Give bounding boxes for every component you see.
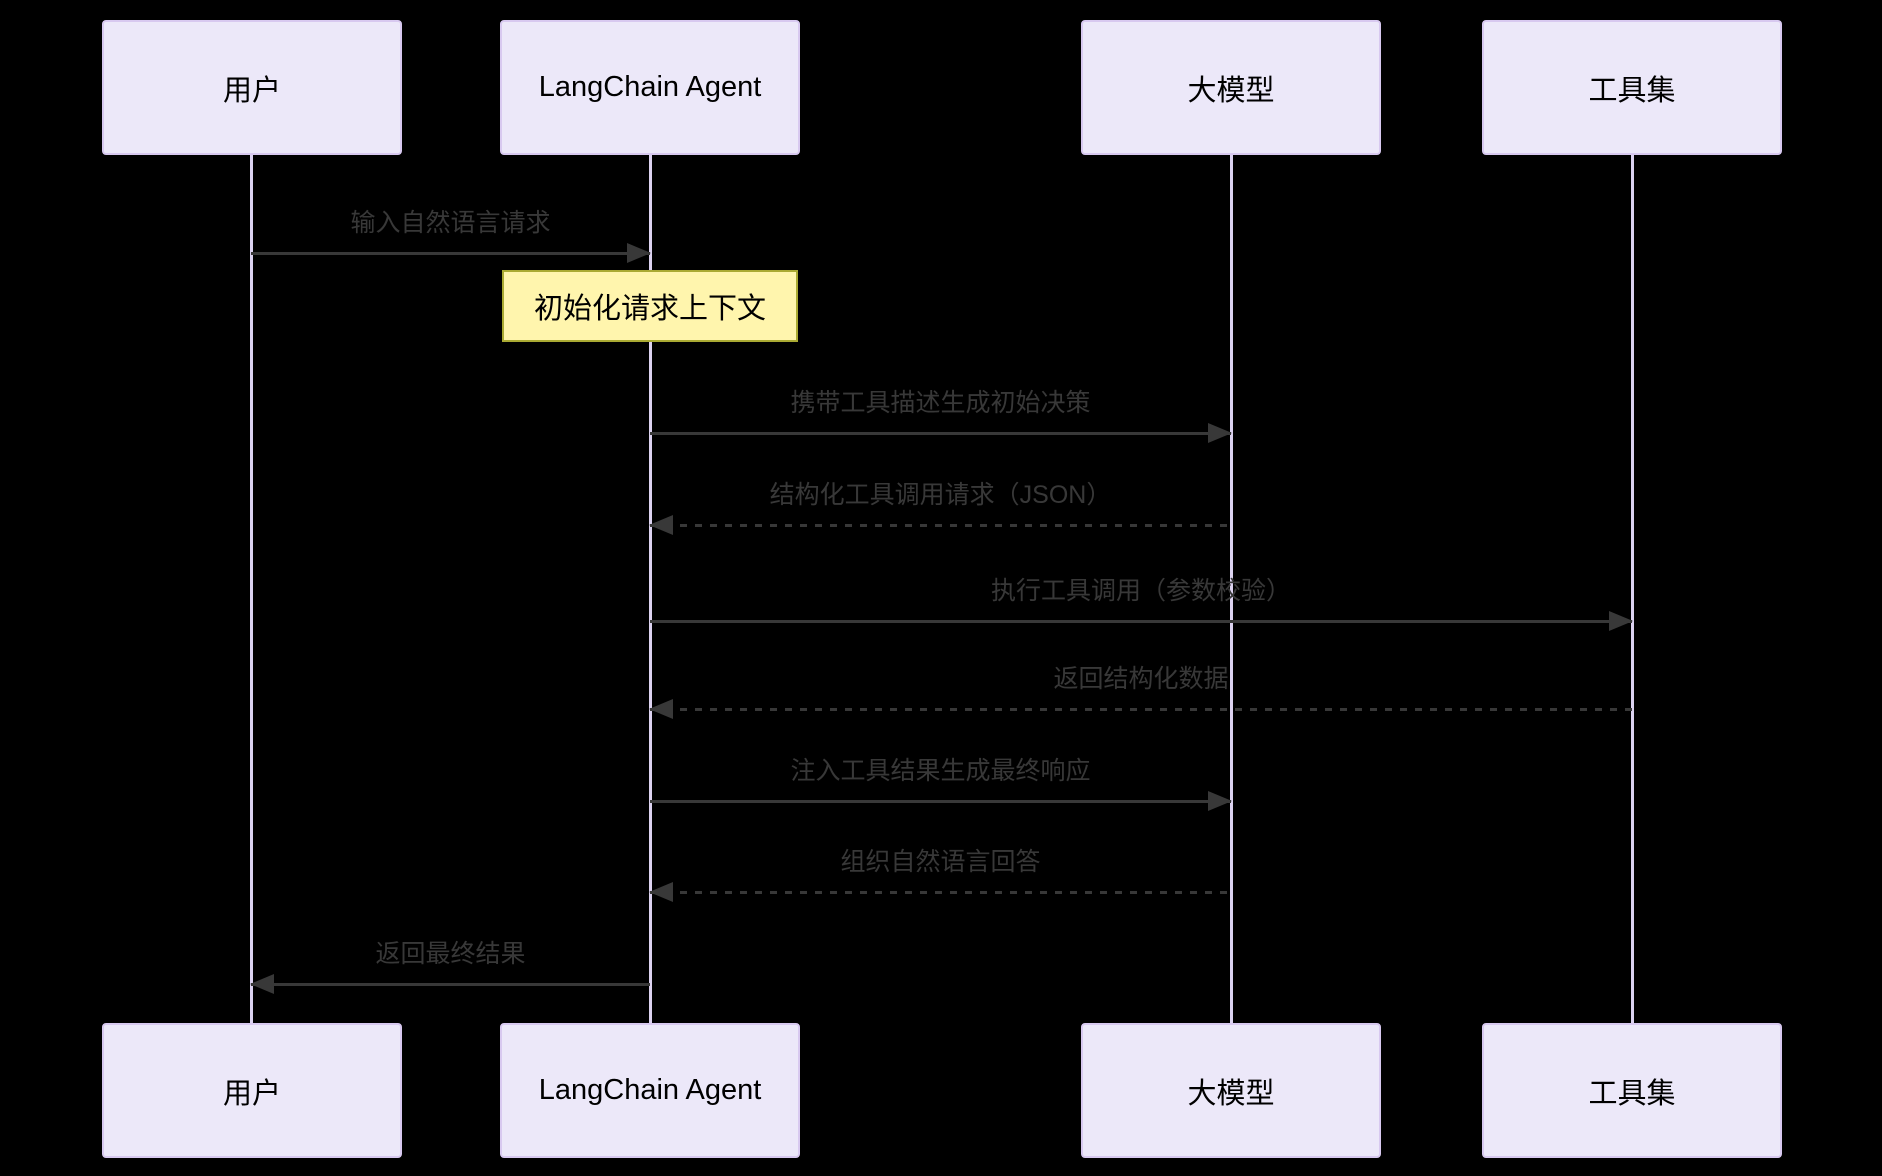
message-input-natural-language: 输入自然语言请求: [251, 205, 651, 263]
lifeline-toolset: [1631, 155, 1634, 1023]
lifeline-llm: [1230, 155, 1233, 1023]
message-line: [650, 891, 1231, 894]
actor-top-llm: 大模型: [1081, 20, 1381, 155]
message-return-structured-data: 返回结构化数据: [649, 661, 1632, 719]
message-execute-tool-call: 执行工具调用（参数校验）: [650, 573, 1633, 631]
message-line: [251, 983, 650, 986]
message-label: 执行工具调用（参数校验）: [990, 577, 1291, 605]
message-label: 输入自然语言请求: [350, 209, 551, 237]
message-inject-tool-result: 注入工具结果生成最终响应: [650, 753, 1232, 811]
arrowhead-right-icon: [1208, 791, 1232, 811]
message-line: [650, 708, 1632, 711]
message-label: 结构化工具调用请求（JSON）: [769, 481, 1112, 509]
arrowhead-right-icon: [1609, 611, 1633, 631]
actor-bottom-user: 用户: [102, 1023, 402, 1158]
message-label: 返回最终结果: [375, 940, 526, 968]
arrowhead-left-icon: [649, 699, 673, 719]
actor-top-user: 用户: [102, 20, 402, 155]
actor-top-langchain-agent: LangChain Agent: [500, 20, 800, 155]
message-label: 组织自然语言回答: [840, 848, 1041, 876]
message-label: 注入工具结果生成最终响应: [790, 757, 1091, 785]
message-line: [650, 800, 1231, 803]
arrowhead-left-icon: [649, 882, 673, 902]
message-line: [650, 620, 1632, 623]
message-return-final-result: 返回最终结果: [250, 936, 650, 994]
actor-bottom-langchain-agent: LangChain Agent: [500, 1023, 800, 1158]
note-initialize-context: 初始化请求上下文: [502, 270, 798, 342]
lifeline-langchain-agent: [649, 155, 652, 1023]
message-label: 携带工具描述生成初始决策: [790, 389, 1091, 417]
arrowhead-left-icon: [250, 974, 274, 994]
message-compose-natural-answer: 组织自然语言回答: [649, 844, 1231, 902]
arrowhead-left-icon: [649, 515, 673, 535]
message-line: [650, 432, 1231, 435]
message-structured-tool-call: 结构化工具调用请求（JSON）: [649, 477, 1231, 535]
message-line: [650, 524, 1231, 527]
actor-bottom-toolset: 工具集: [1482, 1023, 1782, 1158]
message-line: [251, 252, 650, 255]
arrowhead-right-icon: [1208, 423, 1232, 443]
message-initial-decision: 携带工具描述生成初始决策: [650, 385, 1232, 443]
actor-top-toolset: 工具集: [1482, 20, 1782, 155]
lifeline-user: [250, 155, 253, 1023]
message-label: 返回结构化数据: [1053, 665, 1229, 693]
actor-bottom-llm: 大模型: [1081, 1023, 1381, 1158]
arrowhead-right-icon: [627, 243, 651, 263]
